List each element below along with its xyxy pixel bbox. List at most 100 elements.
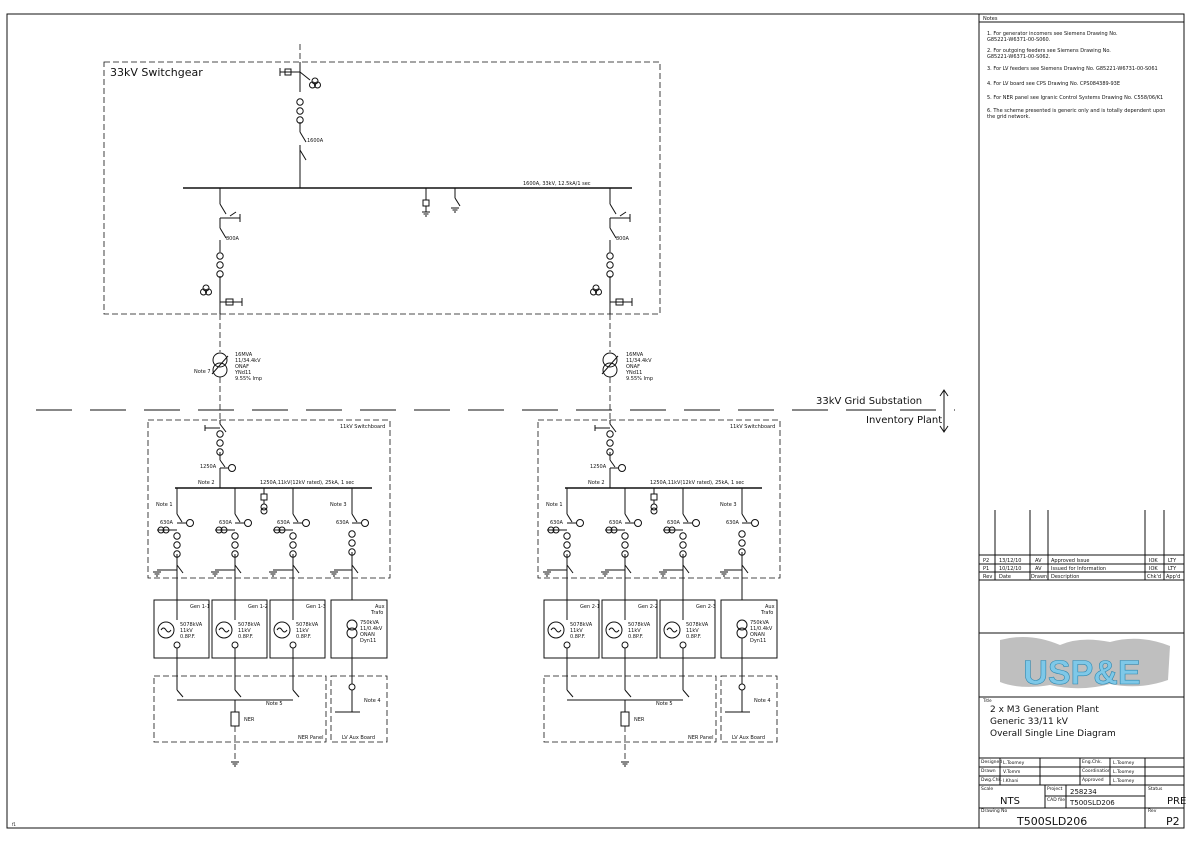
logo-text: USP&E <box>1023 654 1140 692</box>
lv-aux-board-a: LV Aux Board Note 4 <box>330 675 388 743</box>
transformer-1: Note 7 16MVA 11/34.4kV ONAF YNd11 9.55% … <box>194 314 262 420</box>
svg-text:6. The scheme presented is ge: 6. The scheme presented is generic only … <box>987 108 1165 114</box>
svg-text:Eng.Chk.: Eng.Chk. <box>1082 759 1102 765</box>
svg-text:Dyn11: Dyn11 <box>750 638 766 644</box>
svg-text:Gen 2-3: Gen 2-3 <box>696 604 716 610</box>
svg-text:0.8P.F.: 0.8P.F. <box>628 634 644 640</box>
svg-text:Gen 1-1: Gen 1-1 <box>190 604 210 610</box>
svg-text:LV Aux Board: LV Aux Board <box>342 735 375 741</box>
svg-text:G85221-W6371-00-S060.: G85221-W6371-00-S060. <box>987 37 1051 43</box>
svg-text:YNd11: YNd11 <box>625 370 642 376</box>
svg-text:Drawn: Drawn <box>1031 574 1047 580</box>
svg-text:630A: 630A <box>726 520 740 526</box>
svg-text:11/0.4kV: 11/0.4kV <box>750 626 773 632</box>
switchboard-b-feeders: 630A 630A 630A 630A <box>542 488 759 600</box>
svg-text:Rev: Rev <box>983 574 992 580</box>
svg-text:630A: 630A <box>550 520 564 526</box>
svg-text:P1: P1 <box>983 566 989 572</box>
inventory-plant-label: Inventory Plant <box>866 415 942 426</box>
svg-text:the grid network.: the grid network. <box>987 114 1030 120</box>
svg-text:LTY: LTY <box>1168 558 1177 564</box>
svg-text:ONAF: ONAF <box>626 364 640 370</box>
svg-text:AV: AV <box>1035 558 1042 564</box>
svg-text:L.Toomey: L.Toomey <box>1113 778 1135 784</box>
svg-text:800A: 800A <box>226 236 240 242</box>
switchgear-33kv-label: 33kV Switchgear <box>110 66 203 79</box>
svg-text:750kVA: 750kVA <box>750 620 770 626</box>
svg-text:ONAF: ONAF <box>235 364 249 370</box>
svg-text:Note 2: Note 2 <box>588 480 605 486</box>
svg-text:11kV: 11kV <box>628 628 641 634</box>
company-logo: USP&E <box>1000 636 1170 692</box>
svg-text:5078kVA: 5078kVA <box>570 622 593 628</box>
busbar-33kv-label: 1600A, 33kV, 12.5kA/1 sec <box>523 181 591 187</box>
svg-text:Dyn11: Dyn11 <box>360 638 376 644</box>
svg-text:Aux: Aux <box>765 604 775 610</box>
svg-text:Gen 2-2: Gen 2-2 <box>638 604 658 610</box>
svg-text:YNd11: YNd11 <box>234 370 251 376</box>
svg-text:Note 4: Note 4 <box>364 698 381 704</box>
svg-text:9.55% Imp: 9.55% Imp <box>235 376 262 382</box>
svg-text:Designed: Designed <box>981 759 1002 765</box>
drawing-number: T500SLD206 <box>1016 815 1087 828</box>
drawing-title-line-2: Generic 33/11 kV <box>990 717 1069 727</box>
svg-text:11kV Switchboard: 11kV Switchboard <box>730 424 775 430</box>
svg-text:11kV: 11kV <box>296 628 309 634</box>
notes-panel: Notes 1. For generator incomers see Siem… <box>979 16 1184 120</box>
svg-text:800A: 800A <box>616 236 630 242</box>
svg-text:Drawing No: Drawing No <box>981 808 1008 814</box>
corner-mark: f1 <box>12 822 16 827</box>
svg-text:13/12/10: 13/12/10 <box>999 558 1021 564</box>
svg-text:630A: 630A <box>336 520 350 526</box>
svg-text:Note 3: Note 3 <box>330 502 347 508</box>
drawing-title-line-3: Overall Single Line Diagram <box>990 729 1116 739</box>
svg-text:Gen 1-3: Gen 1-3 <box>306 604 326 610</box>
drawing-title-line-1: 2 x M3 Generation Plant <box>990 705 1099 715</box>
svg-text:Project: Project <box>1047 786 1063 792</box>
svg-text:Gen 2-1: Gen 2-1 <box>580 604 600 610</box>
svg-text:L.Toomey: L.Toomey <box>1113 760 1135 766</box>
svg-text:IOK: IOK <box>1149 566 1158 572</box>
svg-text:CAD file: CAD file <box>1047 797 1065 803</box>
svg-text:630A: 630A <box>160 520 174 526</box>
svg-text:Note 7: Note 7 <box>194 369 211 375</box>
svg-text:Drawn: Drawn <box>981 768 996 774</box>
svg-text:P2: P2 <box>983 558 989 564</box>
svg-text:Date: Date <box>999 574 1011 580</box>
svg-text:ONAN: ONAN <box>360 632 375 638</box>
status-value: PRE <box>1167 796 1186 807</box>
svg-text:0.8P.F.: 0.8P.F. <box>238 634 254 640</box>
svg-text:11/0.4kV: 11/0.4kV <box>360 626 383 632</box>
svg-text:Issued for Information: Issued for Information <box>1051 566 1106 572</box>
svg-text:630A: 630A <box>667 520 681 526</box>
svg-text:Approved Issue: Approved Issue <box>1051 558 1090 564</box>
svg-text:258234: 258234 <box>1070 788 1097 796</box>
svg-text:Gen 1-2: Gen 1-2 <box>248 604 268 610</box>
page-border <box>6 13 1185 829</box>
svg-text:1600A: 1600A <box>307 138 324 144</box>
generators-b: Gen 2-1 5078kVA 11kV 0.8P.F. Gen 2-2 507… <box>543 599 778 676</box>
svg-text:Note 1: Note 1 <box>546 502 563 508</box>
svg-text:Scale: Scale <box>981 786 993 792</box>
switchboard-a: 11kV Switchboard 1250A Note 2 1250A,11kV… <box>147 419 391 579</box>
svg-text:11kV Switchboard: 11kV Switchboard <box>340 424 385 430</box>
svg-text:Note 2: Note 2 <box>198 480 215 486</box>
svg-text:Aux: Aux <box>375 604 385 610</box>
lv-aux-board-b: LV Aux Board Note 4 <box>720 675 778 743</box>
svg-text:1. For generator incomers see: 1. For generator incomers see Siemens Dr… <box>987 31 1118 37</box>
boundary-line <box>36 389 955 433</box>
svg-text:Note 3: Note 3 <box>720 502 737 508</box>
svg-text:10/12/10: 10/12/10 <box>999 566 1021 572</box>
svg-text:LV Aux Board: LV Aux Board <box>732 735 765 741</box>
svg-text:11kV: 11kV <box>238 628 251 634</box>
switchboard-a-feeders: 630A 630A 630A 630 <box>152 488 369 600</box>
svg-text:630A: 630A <box>609 520 623 526</box>
svg-text:G85221-W6371-00-S062.: G85221-W6371-00-S062. <box>987 54 1051 60</box>
svg-text:Trafo: Trafo <box>370 610 383 616</box>
scale-value: NTS <box>1000 796 1020 807</box>
transformer-2: 16MVA 11/34.4kV ONAF YNd11 9.55% Imp <box>601 314 653 420</box>
svg-text:Status: Status <box>1148 786 1163 792</box>
svg-text:Title: Title <box>982 698 992 703</box>
svg-text:Note 5: Note 5 <box>266 701 283 707</box>
